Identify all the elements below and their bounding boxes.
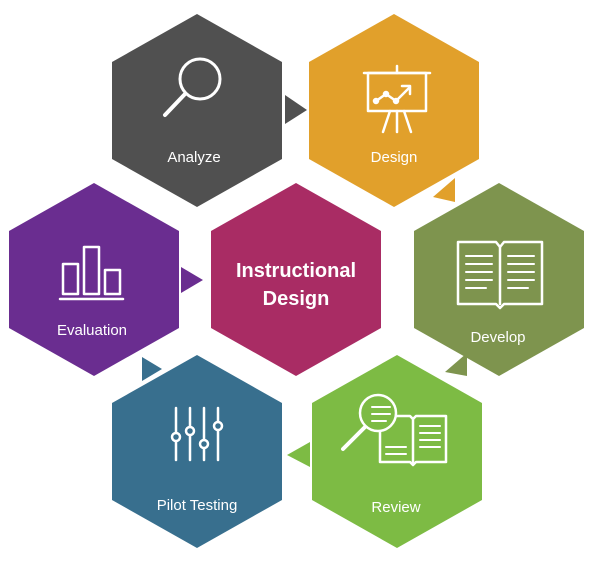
stage-pilot-testing: Pilot Testing (112, 355, 282, 548)
stage-review: Review (312, 355, 482, 548)
arrow-analyze-to-design (285, 95, 307, 124)
stage-evaluation: Evaluation (9, 183, 179, 376)
stage-label-design: Design (371, 149, 418, 166)
stage-design: Design (309, 14, 479, 207)
center-title-line2: Design (263, 288, 330, 310)
stage-develop: Develop (414, 183, 584, 376)
hexagon-review (312, 355, 482, 548)
stage-label-pilot-testing: Pilot Testing (157, 497, 238, 514)
hexagon-evaluation (9, 183, 179, 376)
open-book-icon (456, 240, 544, 310)
presentation-board-icon (362, 64, 432, 134)
stage-label-evaluation: Evaluation (57, 322, 127, 339)
arrow-evaluation-to-center (181, 267, 203, 293)
arrow-pilot-to-evaluation (142, 357, 162, 381)
stage-label-analyze: Analyze (167, 149, 220, 166)
bar-chart-icon (58, 245, 125, 301)
hexagon-center (211, 183, 381, 376)
stage-analyze: Analyze (112, 14, 282, 207)
sliders-icon (170, 406, 224, 462)
hexagon-pilot-testing (112, 355, 282, 548)
stage-center: Instructional Design (211, 183, 381, 376)
arrow-develop-to-review (445, 353, 467, 376)
stage-label-review: Review (371, 499, 420, 516)
book-magnifier-icon (341, 393, 448, 467)
hexagon-analyze (112, 14, 282, 207)
magnifier-icon (163, 57, 222, 117)
stage-label-develop: Develop (470, 329, 525, 346)
arrow-design-to-develop (433, 178, 455, 202)
arrow-review-to-pilot (287, 442, 310, 467)
center-title-line1: Instructional (236, 260, 356, 282)
